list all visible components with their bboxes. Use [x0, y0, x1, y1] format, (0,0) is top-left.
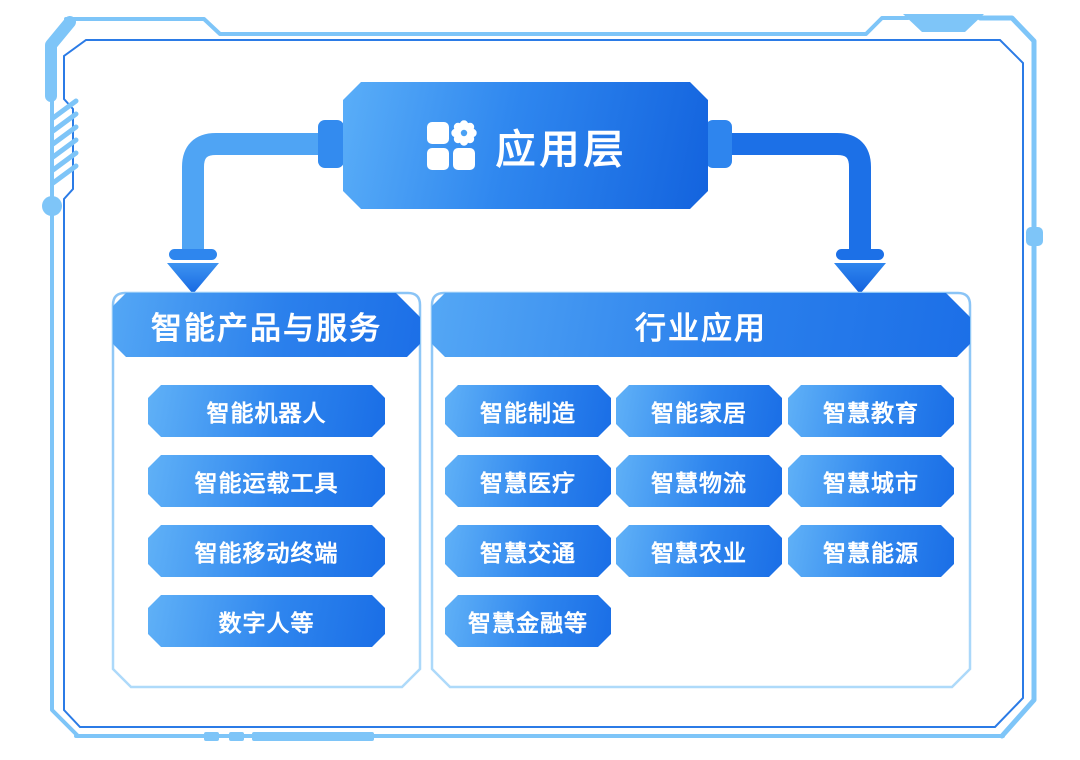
- industry-item-label: 智慧物流: [651, 470, 747, 496]
- industry-item-label: 智慧交通: [480, 540, 576, 566]
- right-connector-arrow: [706, 120, 886, 294]
- industry-item-pill: 智慧金融等: [445, 595, 611, 647]
- inner-frame-border: [63, 39, 1024, 728]
- industry-item-pill: 智慧城市: [788, 455, 954, 507]
- industry-panel-header: 行业应用: [432, 293, 970, 357]
- industry-item-label: 智慧能源: [823, 540, 919, 566]
- industry-item-label: 智慧医疗: [480, 470, 576, 496]
- products-panel-header: 智能产品与服务: [113, 293, 420, 357]
- industry-item-pill: 智慧教育: [788, 385, 954, 437]
- industry-item-label: 智慧农业: [651, 540, 747, 566]
- industry-item-label: 智慧城市: [823, 470, 919, 496]
- industry-item-label: 智能制造: [480, 400, 576, 426]
- product-item-label: 数字人等: [218, 610, 315, 636]
- left-connector-arrow: [167, 120, 344, 294]
- hatch-marks: [50, 98, 79, 186]
- application-layer-label: 应用层: [495, 127, 628, 172]
- industry-item-pill: 智慧农业: [616, 525, 782, 577]
- products-panel-title: 智能产品与服务: [151, 310, 382, 346]
- industry-item-pill: 智能家居: [616, 385, 782, 437]
- industry-item-pill: 智能制造: [445, 385, 611, 437]
- industry-item-label: 智慧教育: [823, 400, 919, 426]
- industry-panel-title: 行业应用: [635, 310, 767, 346]
- product-item-pill: 智能运载工具: [148, 455, 385, 507]
- industry-item-pill: 智慧物流: [616, 455, 782, 507]
- industry-item-pill: 智慧能源: [788, 525, 954, 577]
- product-item-label: 智能运载工具: [194, 470, 339, 496]
- product-item-pill: 智能机器人: [148, 385, 385, 437]
- product-item-label: 智能移动终端: [194, 540, 339, 566]
- industry-item-label: 智慧金融等: [468, 610, 588, 636]
- industry-item-pill: 智慧医疗: [445, 455, 611, 507]
- application-layer-node: 应用层: [343, 82, 708, 209]
- app-grid-gear-icon: [424, 119, 478, 173]
- industry-item-label: 智能家居: [651, 400, 747, 426]
- industry-item-pill: 智慧交通: [445, 525, 611, 577]
- product-item-pill: 智能移动终端: [148, 525, 385, 577]
- outer-frame-lines: [42, 14, 1043, 741]
- product-item-pill: 数字人等: [148, 595, 385, 647]
- product-item-label: 智能机器人: [206, 400, 327, 426]
